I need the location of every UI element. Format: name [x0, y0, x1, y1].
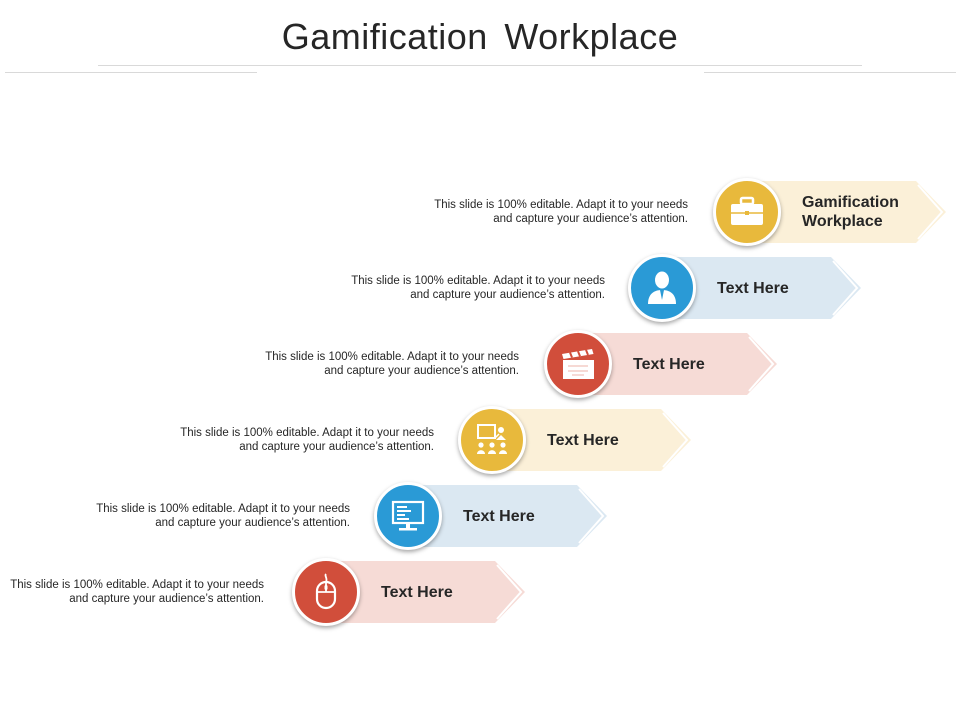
step-description: This slide is 100% editable. Adapt it to…: [265, 351, 519, 377]
step-4: Text Here: [458, 406, 761, 474]
mouse-icon: [315, 573, 337, 610]
step-label: Text Here: [381, 583, 453, 601]
step-description: This slide is 100% editable. Adapt it to…: [351, 275, 605, 301]
step-description: This slide is 100% editable. Adapt it to…: [180, 427, 434, 453]
businessman-icon: [648, 271, 676, 304]
step-label: Text Here: [547, 431, 619, 449]
icon-circle: [292, 558, 360, 626]
step-2: Text Here: [628, 254, 931, 322]
icon-circle: [374, 482, 442, 550]
step-description: This slide is 100% editable. Adapt it to…: [96, 503, 350, 529]
band-shape: [407, 485, 607, 547]
step-label: Text Here: [717, 279, 789, 297]
step-label: Gamification Workplace: [802, 194, 899, 230]
step-6: Text Here: [292, 558, 595, 626]
arrow-band: [661, 257, 861, 319]
step-5: Text Here: [374, 482, 677, 550]
band-shape: [325, 561, 525, 623]
band-edge: [496, 564, 523, 620]
step-description: This slide is 100% editable. Adapt it to…: [434, 199, 688, 225]
title-rule-right: [704, 72, 956, 73]
title-rule-center: [98, 65, 862, 66]
band-edge: [662, 412, 689, 468]
step-label: Text Here: [633, 355, 705, 373]
band-shape: [577, 333, 777, 395]
band-edge: [578, 488, 605, 544]
step-description: This slide is 100% editable. Adapt it to…: [10, 579, 264, 605]
band-edge: [917, 184, 944, 240]
step-label: Text Here: [463, 507, 535, 525]
band-shape: [661, 257, 861, 319]
icon-circle: [544, 330, 612, 398]
arrow-band: [325, 561, 525, 623]
clapperboard-icon: [562, 349, 594, 379]
arrow-band: [491, 409, 691, 471]
band-shape: [746, 181, 946, 243]
step-3: Text Here: [544, 330, 847, 398]
briefcase-icon: [731, 196, 763, 225]
title-rule-left: [5, 72, 257, 73]
step-1: Gamification Workplace: [713, 178, 960, 246]
presentation-icon: [477, 424, 507, 454]
icon-circle: [713, 178, 781, 246]
icon-circle: [628, 254, 696, 322]
band-edge: [748, 336, 775, 392]
arrow-band: [407, 485, 607, 547]
band-shape: [491, 409, 691, 471]
slide-title: Gamification Workplace: [281, 16, 679, 57]
icon-circle: [458, 406, 526, 474]
arrow-band: [746, 181, 946, 243]
monitor-icon: [391, 500, 425, 531]
band-edge: [832, 260, 859, 316]
arrow-band: [577, 333, 777, 395]
